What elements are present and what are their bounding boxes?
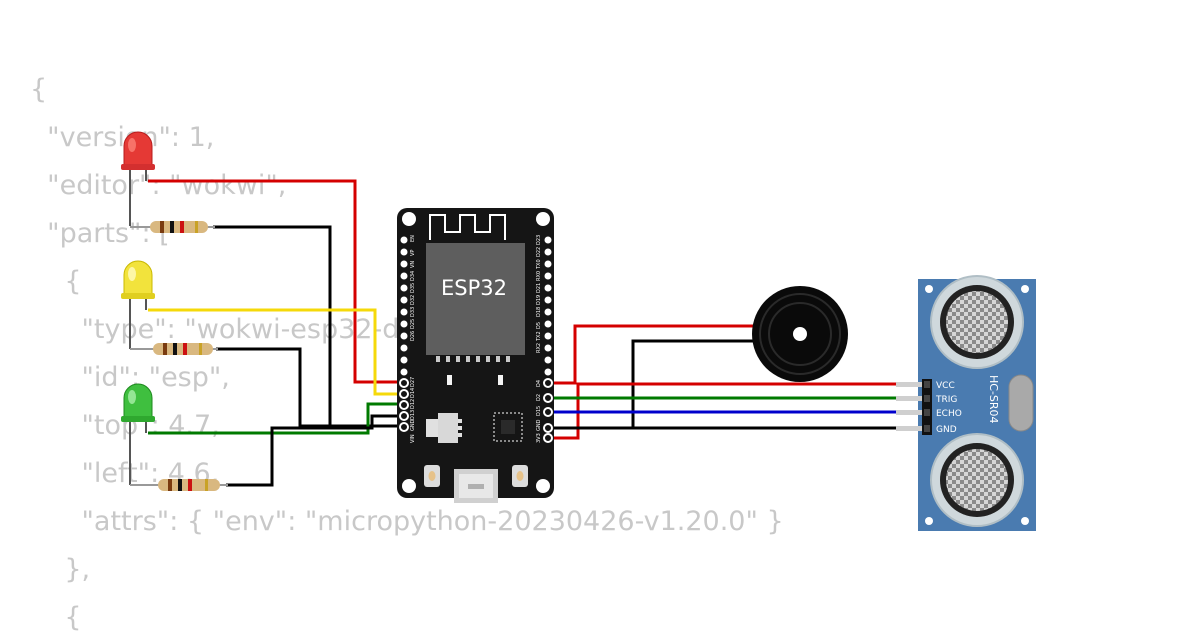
svg-text:RX2: RX2 xyxy=(536,343,542,353)
svg-text:VP: VP xyxy=(410,250,416,256)
code-line: { xyxy=(30,266,82,297)
sensor-crystal xyxy=(1008,374,1034,432)
esp32-board[interactable]: ESP32 xyxy=(397,208,554,503)
sensor-pin-gnd[interactable]: GND xyxy=(936,425,957,435)
svg-text:GND: GND xyxy=(536,419,542,431)
svg-text:VN: VN xyxy=(410,261,416,268)
svg-text:GND: GND xyxy=(410,419,416,431)
svg-text:D32: D32 xyxy=(410,295,416,305)
code-line: { xyxy=(30,602,82,633)
esp32-right-pins xyxy=(544,236,552,376)
transducer-bottom xyxy=(930,433,1024,527)
esp32-boot-button[interactable] xyxy=(512,465,528,487)
esp32-pin-gnd-left[interactable] xyxy=(399,411,409,421)
esp32-module xyxy=(426,243,525,355)
code-line: "attrs": { "env": "micropython-20230426-… xyxy=(30,506,784,537)
svg-text:D34: D34 xyxy=(410,271,416,281)
code-line: "left": 4.6, xyxy=(30,458,220,489)
esp32-status-led xyxy=(447,375,452,385)
esp32-micro-usb-port[interactable] xyxy=(454,469,498,503)
svg-text:D14: D14 xyxy=(410,388,416,398)
svg-text:D19: D19 xyxy=(536,295,542,305)
wire-red-led[interactable] xyxy=(148,179,403,384)
esp32-left-pin-labels: EN VP VN D34 D35 D32 D33 D25 D26 D27 D14… xyxy=(410,235,416,443)
esp32-pin-d15[interactable] xyxy=(543,407,553,417)
wire-red-buzzer[interactable] xyxy=(549,324,760,385)
yellow-led[interactable] xyxy=(121,260,155,349)
code-line: "id": "esp", xyxy=(30,362,230,393)
resistor-green[interactable] xyxy=(130,479,228,491)
transducer-top xyxy=(930,275,1024,369)
svg-text:D26: D26 xyxy=(410,331,416,341)
esp32-left-pins xyxy=(400,236,408,376)
wire-yellow-led[interactable] xyxy=(148,308,403,396)
svg-text:RX0: RX0 xyxy=(536,271,542,281)
code-line: { xyxy=(30,74,48,105)
svg-text:D23: D23 xyxy=(536,235,542,245)
svg-text:TX0: TX0 xyxy=(536,259,542,270)
svg-text:EN: EN xyxy=(410,235,416,242)
svg-text:D25: D25 xyxy=(410,319,416,329)
wire-black-yellow-resistor[interactable] xyxy=(216,347,403,428)
svg-text:TX2: TX2 xyxy=(536,331,542,342)
wire-green-led[interactable] xyxy=(148,402,403,435)
sensor-pin-trig[interactable]: TRIG xyxy=(935,395,957,405)
svg-text:D13: D13 xyxy=(410,410,416,420)
svg-text:3V3: 3V3 xyxy=(536,433,542,443)
svg-text:VIN: VIN xyxy=(410,434,416,443)
esp32-pin-d4[interactable] xyxy=(543,378,553,388)
svg-text:D21: D21 xyxy=(536,283,542,293)
sensor-pin-echo[interactable]: ECHO xyxy=(936,409,962,419)
sensor-pins xyxy=(896,379,932,435)
sensor-model-label: HC-SR04 xyxy=(987,375,1000,424)
esp32-pin-vin[interactable] xyxy=(399,422,409,432)
sensor-pin-vcc[interactable]: VCC xyxy=(936,381,955,391)
esp32-pin-gnd-right[interactable] xyxy=(543,423,553,433)
code-line: "editor": "wokwi", xyxy=(30,170,287,201)
esp32-pin-d12[interactable] xyxy=(399,389,409,399)
code-line: "parts": [ xyxy=(30,218,170,249)
buzzer[interactable] xyxy=(738,286,848,382)
code-line: "version": 1, xyxy=(30,122,215,153)
esp32-pin-d13[interactable] xyxy=(399,400,409,410)
esp32-pin-d2[interactable] xyxy=(543,393,553,403)
esp32-power-led xyxy=(498,375,503,385)
svg-text:D35: D35 xyxy=(410,283,416,293)
esp32-pin-3v3[interactable] xyxy=(543,433,553,443)
svg-text:D27: D27 xyxy=(410,377,416,387)
hc-sr04-sensor[interactable]: HC-SR04 VCC TRIG ECHO GND xyxy=(896,275,1036,531)
esp32-usb-chip xyxy=(493,412,523,442)
svg-text:D2: D2 xyxy=(536,394,542,401)
esp32-label: ESP32 xyxy=(441,276,507,300)
svg-text:D4: D4 xyxy=(536,380,542,387)
green-led[interactable] xyxy=(121,383,155,485)
svg-text:D33: D33 xyxy=(410,307,416,317)
svg-text:D18: D18 xyxy=(536,307,542,317)
esp32-pin-d14[interactable] xyxy=(399,378,409,388)
svg-text:D15: D15 xyxy=(536,406,542,416)
esp32-voltage-regulator xyxy=(426,413,462,443)
svg-text:D12: D12 xyxy=(410,399,416,409)
resistor-red[interactable] xyxy=(130,221,215,233)
resistor-yellow[interactable] xyxy=(130,343,218,355)
esp32-en-button[interactable] xyxy=(424,465,440,487)
esp32-right-pin-labels: D23 D22 TX0 RX0 D21 D19 D18 D5 TX2 RX2 D… xyxy=(536,235,542,443)
svg-text:D22: D22 xyxy=(536,247,542,257)
red-led[interactable] xyxy=(121,131,155,226)
wire-black-green-resistor[interactable] xyxy=(226,414,403,487)
code-line: }, xyxy=(30,554,91,585)
svg-text:D5: D5 xyxy=(536,322,542,329)
